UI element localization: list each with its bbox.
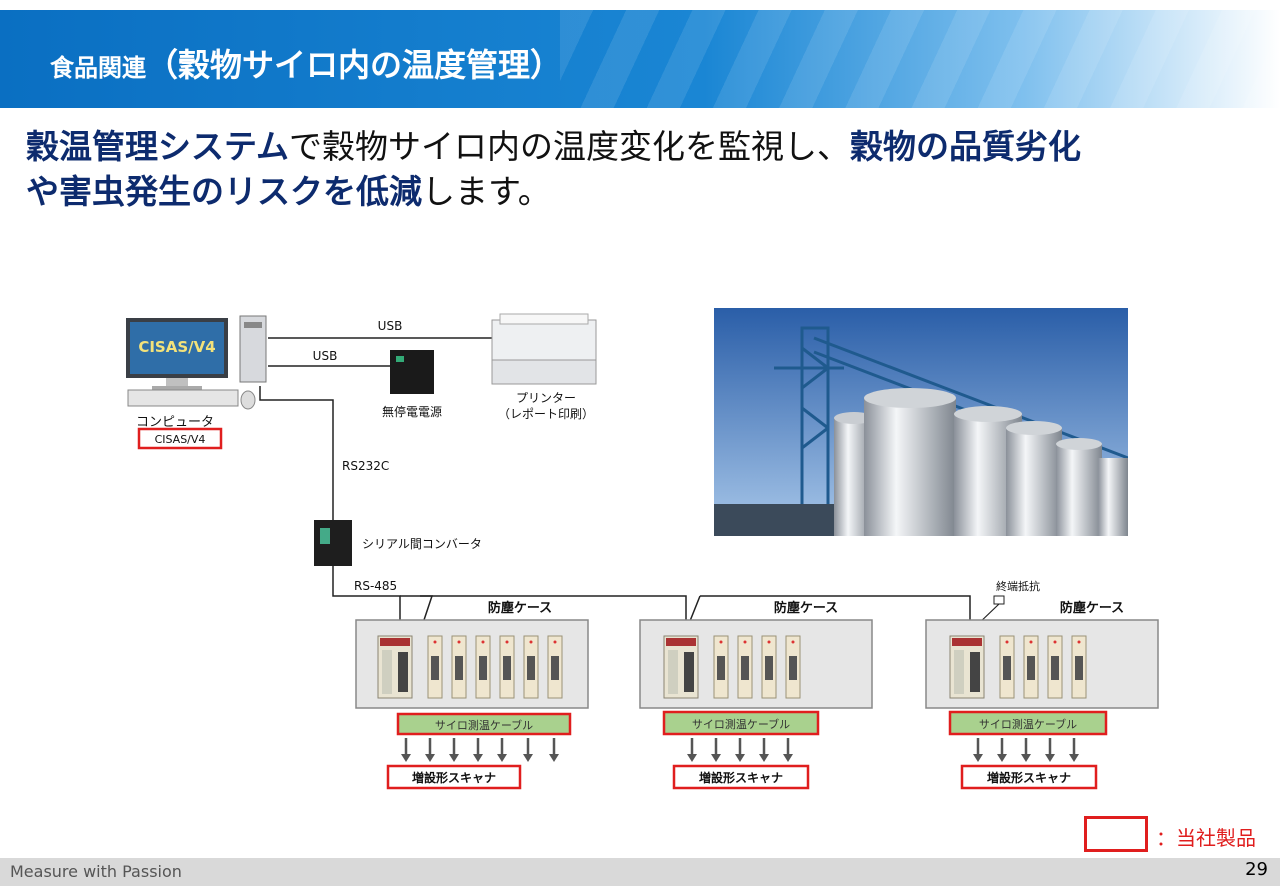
usb-mid-label: USB: [313, 349, 338, 363]
scanner-label-1: 増設形スキャナ: [412, 770, 496, 785]
rs485-label: RS-485: [354, 579, 397, 593]
printer-icon: [491, 313, 597, 385]
converter-label: シリアル間コンバータ: [362, 537, 482, 551]
legend-red-box: [1084, 816, 1148, 852]
cable-label-3: サイロ測温ケーブル: [979, 717, 1077, 731]
dust-case-3: 防塵ケース サイロ測温ケーブル 増設形スキャナ: [925, 600, 1159, 790]
scanner-label-3: 増設形スキャナ: [987, 770, 1071, 785]
terminator-icon: [993, 595, 1005, 605]
legend-text: ：当社製品: [1156, 826, 1256, 850]
lead-text: 穀温管理システムで穀物サイロ内の温度変化を監視し、穀物の品質劣化や害虫発生のリス…: [26, 124, 1246, 214]
dust-case-1: 防塵ケース サイロ測温ケーブル 増設形スキャナ: [355, 600, 589, 790]
cable-label-1: サイロ測温ケーブル: [435, 718, 533, 732]
page-number: 29: [1245, 859, 1268, 880]
footer-tagline: Measure with Passion: [10, 862, 182, 881]
printer-label: プリンター: [516, 391, 576, 405]
computer-product-label: CISAS/V4: [155, 433, 206, 446]
ups-icon: [390, 350, 434, 394]
terminator-label: 終端抵抗: [996, 579, 1040, 593]
lead-highlight-1: 穀温管理システム: [26, 127, 290, 166]
printer-sub-label: （レポート印刷）: [498, 407, 594, 421]
case-label-1: 防塵ケース: [488, 600, 552, 616]
grain-silo-photo: [714, 308, 1128, 536]
ups-label: 無停電電源: [382, 404, 442, 419]
header-banner: 食品関連（穀物サイロ内の温度管理）: [0, 10, 1280, 108]
lead-text-1: で穀物サイロ内の温度変化を監視し、: [289, 127, 851, 166]
title-prefix: 食品関連: [50, 54, 146, 82]
header-stripes: [560, 10, 1280, 108]
computer-label: コンピュータ: [136, 415, 214, 430]
connection-lines: [259, 337, 971, 628]
lead-text-2: します。: [422, 172, 551, 211]
lead-highlight-3: や害虫発生のリスクを低減: [26, 172, 422, 211]
monitor-screen-text: CISAS/V4: [138, 338, 215, 356]
rs232c-label: RS232C: [342, 459, 389, 473]
system-diagram: CISAS/V4 コンピュータ CISAS/V4 USB USB 無停電電源 プ…: [126, 313, 1159, 790]
dust-case-2: 防塵ケース サイロ測温ケーブル 増設形スキャナ: [639, 600, 873, 790]
case-label-2: 防塵ケース: [774, 600, 838, 616]
footer-bar: Measure with Passion 29: [0, 858, 1280, 886]
lead-highlight-2: 穀物の品質劣化: [850, 127, 1082, 166]
scanner-label-2: 増設形スキャナ: [699, 770, 783, 785]
product-box-computer: [137, 427, 223, 450]
computer-icon: CISAS/V4: [126, 315, 267, 410]
usb-top-label: USB: [378, 319, 403, 333]
title-main: （穀物サイロ内の温度管理）: [146, 46, 563, 84]
case-label-3: 防塵ケース: [1060, 600, 1124, 616]
page-title: 食品関連（穀物サイロ内の温度管理）: [50, 40, 562, 86]
cable-label-2: サイロ測温ケーブル: [692, 717, 790, 731]
converter-icon: [314, 520, 352, 566]
